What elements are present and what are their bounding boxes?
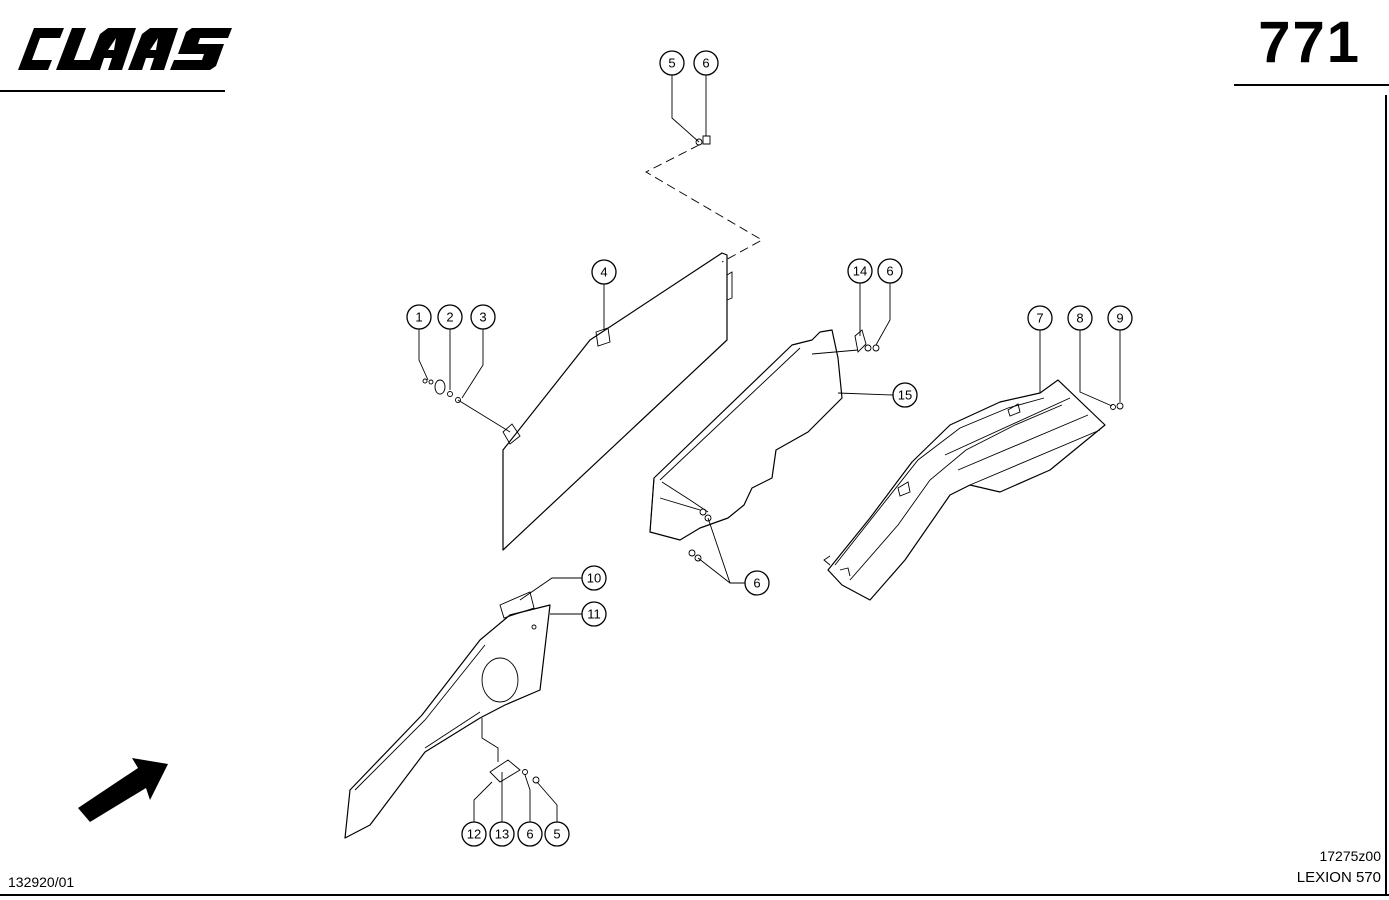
callout-10: 10 [581, 565, 607, 591]
callout-2: 2 [437, 304, 463, 330]
page-number: 771 [1258, 10, 1361, 75]
svg-text:8: 8 [1076, 311, 1083, 326]
svg-text:6: 6 [526, 827, 533, 842]
callout-15: 15 [892, 382, 918, 408]
svg-text:4: 4 [600, 265, 607, 280]
logo-rule [0, 90, 225, 92]
svg-text:10: 10 [587, 571, 601, 586]
callout-12: 12 [461, 821, 487, 847]
svg-text:12: 12 [467, 827, 481, 842]
svg-text:14: 14 [853, 264, 867, 279]
callout-6-bottom: 6 [517, 821, 543, 847]
callout-6-upper-right: 6 [877, 258, 903, 284]
document-number: 132920/01 [8, 874, 75, 890]
leader-lines [418, 75, 1121, 822]
bottom-border [0, 894, 1389, 896]
svg-text:6: 6 [702, 56, 709, 71]
svg-text:6: 6 [886, 264, 893, 279]
callout-14: 14 [847, 258, 873, 284]
drawing-number: 17275z00 [1319, 848, 1381, 864]
side-plate-part-11 [344, 591, 551, 839]
claas-logo [18, 28, 232, 70]
svg-text:15: 15 [898, 388, 912, 403]
svg-text:13: 13 [495, 827, 509, 842]
callout-6-middle: 6 [744, 570, 770, 596]
svg-text:7: 7 [1036, 311, 1043, 326]
callout-11: 11 [581, 601, 607, 627]
cover-part-7 [823, 379, 1124, 601]
svg-text:6: 6 [753, 576, 760, 591]
svg-text:9: 9 [1116, 311, 1123, 326]
callout-6-top: 6 [693, 50, 719, 76]
svg-text:3: 3 [479, 310, 486, 325]
svg-text:1: 1 [415, 310, 422, 325]
callout-7: 7 [1027, 305, 1053, 331]
svg-text:5: 5 [668, 56, 675, 71]
panel-part-4 [502, 252, 733, 551]
model-name: LEXION 570 [1296, 869, 1381, 886]
callout-13: 13 [489, 821, 515, 847]
callout-9: 9 [1107, 305, 1133, 331]
direction-arrow-icon [78, 758, 168, 822]
callout-4: 4 [591, 259, 617, 285]
callout-3: 3 [470, 304, 496, 330]
svg-text:2: 2 [446, 310, 453, 325]
callout-1: 1 [406, 304, 432, 330]
hardware-1-2-3 [422, 378, 461, 403]
svg-text:11: 11 [587, 607, 601, 622]
callout-5-top: 5 [659, 50, 685, 76]
hardware-top-5-6 [695, 135, 711, 146]
right-border [1385, 95, 1387, 895]
callout-5-bottom: 5 [544, 821, 570, 847]
callout-8: 8 [1067, 305, 1093, 331]
duct-part-15 [649, 329, 880, 562]
page-number-rule [1234, 84, 1389, 86]
svg-text:5: 5 [553, 827, 560, 842]
